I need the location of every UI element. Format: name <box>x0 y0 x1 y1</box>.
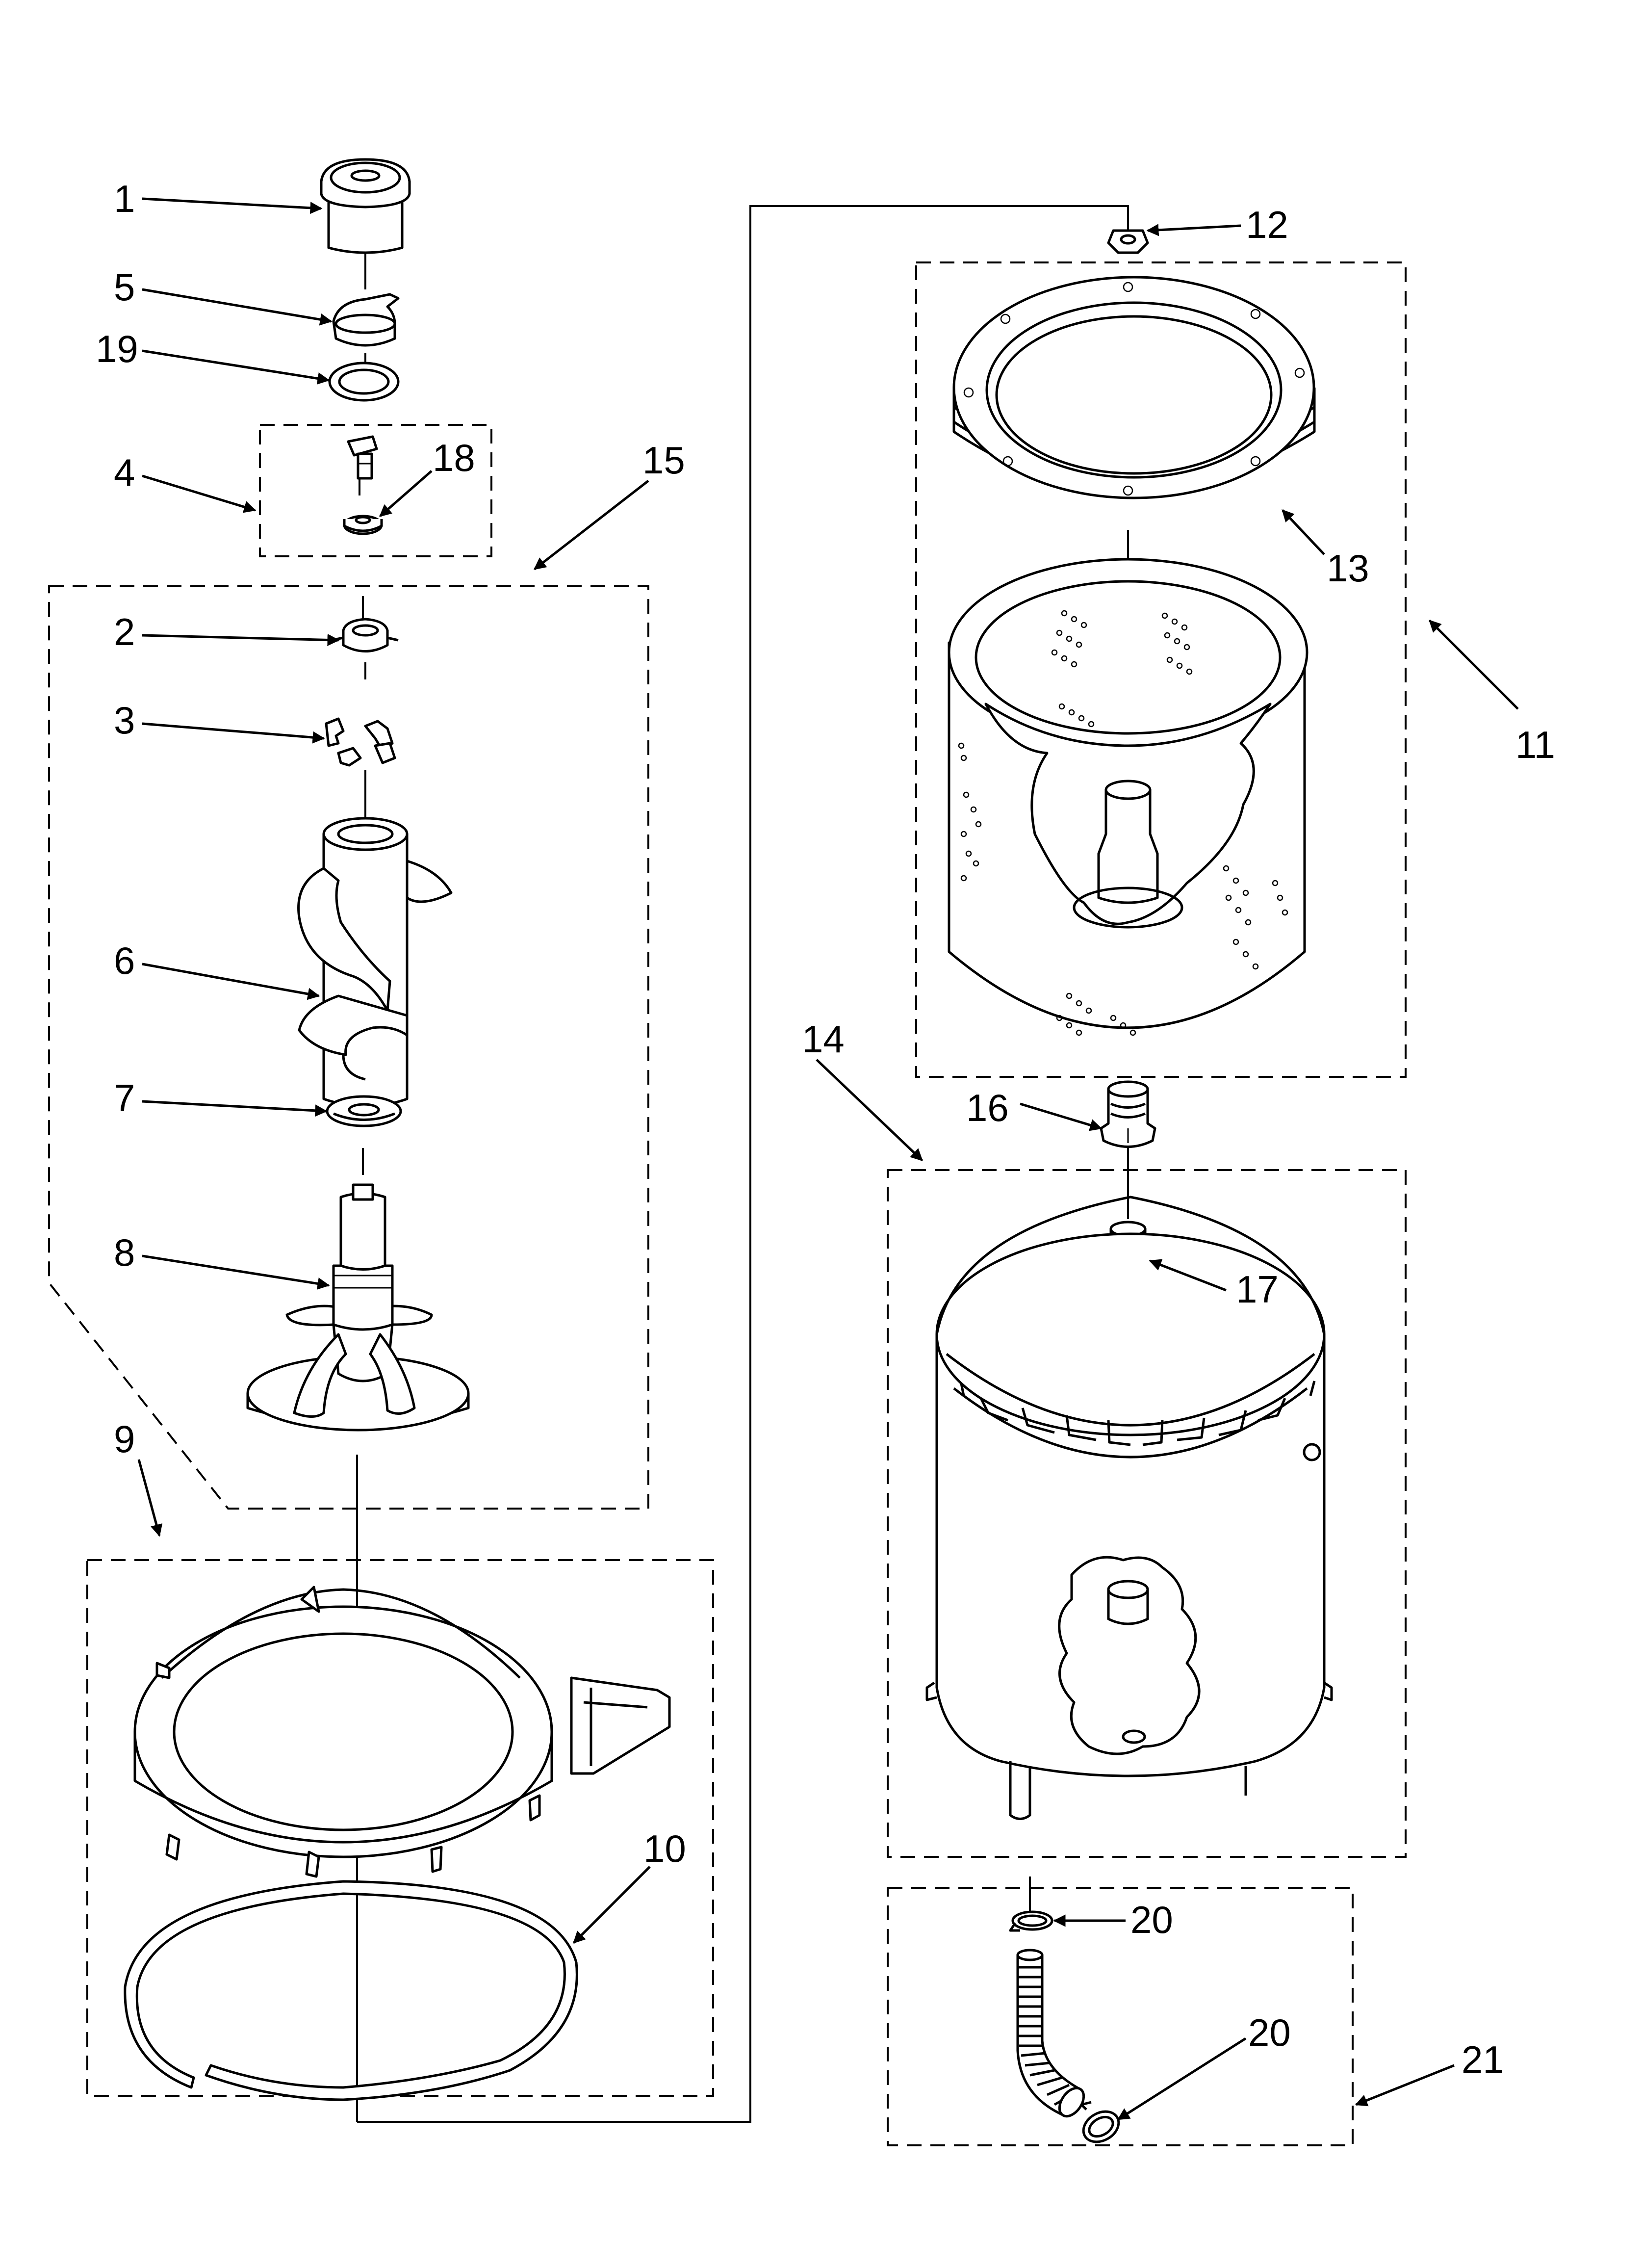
callout-8: 8 <box>114 1231 135 1274</box>
agitator-cap-part <box>320 158 411 254</box>
callout-3: 3 <box>114 699 135 742</box>
tub-slots <box>960 1381 1316 1446</box>
tub-ring-part <box>133 1586 671 1878</box>
outer-tub-part <box>925 1196 1333 1820</box>
callout-5: 5 <box>114 265 135 309</box>
agitator-base-part <box>246 1183 470 1432</box>
basket-perforations <box>958 610 1288 1036</box>
hose-clamp-upper-part <box>1009 1910 1053 1932</box>
callout-7: 7 <box>114 1076 135 1120</box>
drive-nut-part <box>331 618 399 652</box>
balance-ring-part <box>952 276 1316 499</box>
callout-6: 6 <box>114 939 135 982</box>
callout-20-lower: 20 <box>1248 2011 1291 2054</box>
seal-ring-part <box>328 362 400 402</box>
callout-11: 11 <box>1515 723 1555 766</box>
callout-1: 1 <box>114 177 135 220</box>
connecting-axis-line <box>357 205 1129 2123</box>
group-box-15 <box>48 585 649 1510</box>
agitator-auger-part <box>297 817 453 1108</box>
group-box-4 <box>259 424 492 557</box>
cam-part <box>332 293 400 347</box>
group-box-21 <box>887 1887 1354 2146</box>
snap-ring-part <box>124 1880 578 2101</box>
callout-21: 21 <box>1462 2038 1504 2081</box>
bearing-part <box>326 1095 402 1127</box>
callout-9: 9 <box>114 1417 135 1460</box>
callout-2: 2 <box>114 610 135 653</box>
leader-lines <box>137 197 1519 2121</box>
callout-12: 12 <box>1246 203 1288 246</box>
bolt-part <box>347 435 378 480</box>
callout-13: 13 <box>1327 547 1369 590</box>
callout-18: 18 <box>433 436 475 479</box>
group-box-14 <box>887 1169 1407 1858</box>
callout-20-upper: 20 <box>1130 1898 1173 1941</box>
callout-17: 17 <box>1236 1268 1279 1311</box>
callout-10: 10 <box>643 1827 686 1870</box>
spin-nut-part <box>1107 229 1149 254</box>
group-box-11 <box>915 261 1407 1078</box>
callout-16: 16 <box>966 1086 1009 1129</box>
callout-4: 4 <box>114 451 135 494</box>
drive-tube-part <box>1100 1080 1156 1148</box>
washer-part <box>343 515 383 535</box>
hose-clamp-lower-part <box>1080 2101 1120 2143</box>
callout-15: 15 <box>642 439 685 482</box>
callout-19: 19 <box>96 327 138 370</box>
agitator-dogs-part <box>325 717 396 767</box>
callout-14: 14 <box>802 1017 845 1061</box>
spin-basket-part <box>948 558 1308 1036</box>
drain-hose-part <box>1016 1949 1085 2118</box>
